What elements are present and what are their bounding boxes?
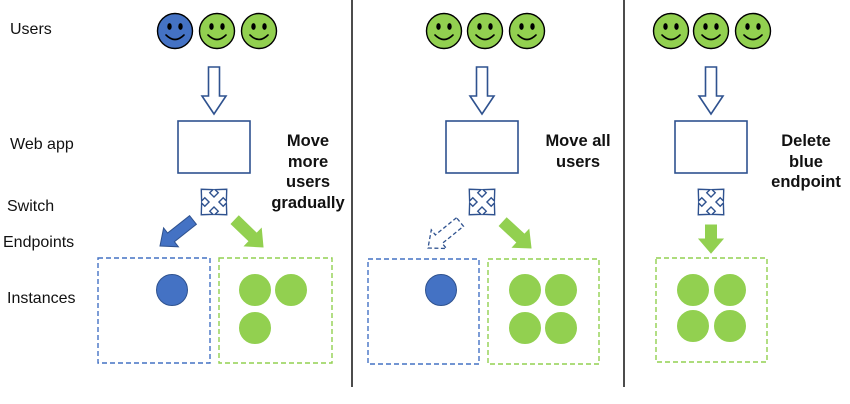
smile bbox=[165, 34, 185, 41]
circle-icon bbox=[509, 312, 541, 344]
caption-line: blue bbox=[789, 152, 823, 171]
circle-icon bbox=[425, 274, 457, 306]
caption-line: users bbox=[555, 152, 601, 171]
left-eye bbox=[167, 23, 172, 30]
circle-icon bbox=[275, 274, 307, 306]
switch-row-label: Switch bbox=[7, 198, 55, 215]
circle-icon bbox=[677, 274, 709, 306]
circle-icon bbox=[239, 312, 271, 344]
circle-icon bbox=[545, 274, 577, 306]
left-eye bbox=[519, 23, 524, 30]
circle-icon bbox=[545, 312, 577, 344]
smiley-face-icon bbox=[652, 12, 690, 50]
green-instances-group bbox=[655, 257, 768, 363]
instances-row-label: Instances bbox=[7, 290, 76, 307]
caption-line: endpoint bbox=[771, 173, 841, 191]
smiley-face-icon bbox=[692, 12, 730, 50]
face-outline bbox=[652, 12, 690, 50]
caption-line: gradually bbox=[271, 193, 345, 212]
circle-icon bbox=[156, 274, 188, 306]
circle-icon bbox=[239, 274, 271, 306]
left-eye bbox=[703, 23, 708, 30]
face-outline bbox=[198, 12, 236, 50]
right-eye bbox=[178, 23, 183, 30]
smiley-face-icon bbox=[240, 12, 278, 50]
users-row-label: Users bbox=[10, 21, 52, 38]
face-outline bbox=[156, 12, 194, 50]
caption-line: Move bbox=[286, 132, 330, 150]
smiley-face-icon bbox=[198, 12, 236, 50]
left-eye bbox=[663, 23, 668, 30]
circle-icon bbox=[677, 310, 709, 342]
face-outline bbox=[734, 12, 772, 50]
smile bbox=[475, 34, 495, 41]
web-app-box bbox=[177, 120, 251, 174]
circle-icon bbox=[714, 310, 746, 342]
green-endpoint-arrow bbox=[498, 217, 532, 249]
smiley-face-icon bbox=[508, 12, 546, 50]
smile bbox=[517, 34, 537, 41]
smiley-face-icon bbox=[466, 12, 504, 50]
smile bbox=[743, 34, 763, 41]
four-way-arrow-icon bbox=[200, 188, 228, 216]
left-eye bbox=[477, 23, 482, 30]
right-eye bbox=[530, 23, 535, 30]
switch-arrows bbox=[468, 188, 496, 216]
right-eye bbox=[756, 23, 761, 30]
circle-icon bbox=[714, 274, 746, 306]
green-endpoint-arrow bbox=[697, 224, 725, 254]
smile bbox=[249, 34, 269, 41]
down-arrow-outline-icon bbox=[697, 66, 725, 116]
caption-line: Delete bbox=[781, 132, 831, 150]
web-app-box bbox=[445, 120, 519, 174]
web-app-row-label: Web app bbox=[10, 136, 74, 153]
switch-arrows bbox=[200, 188, 228, 216]
face-outline bbox=[240, 12, 278, 50]
left-eye bbox=[251, 23, 256, 30]
face-outline bbox=[425, 12, 463, 50]
face-outline bbox=[466, 12, 504, 50]
endpoints-row-label: Endpoints bbox=[3, 234, 75, 251]
smile bbox=[661, 34, 681, 41]
green-instances-group bbox=[487, 258, 600, 365]
down-arrow-outline-icon bbox=[468, 66, 496, 116]
right-eye bbox=[447, 23, 452, 30]
panel-2-caption: Move all users bbox=[526, 131, 630, 172]
right-eye bbox=[714, 23, 719, 30]
circle-icon bbox=[509, 274, 541, 306]
four-way-arrow-icon bbox=[697, 188, 725, 216]
blue-instances-group bbox=[367, 258, 480, 365]
smile bbox=[434, 34, 454, 41]
four-way-arrow-icon bbox=[468, 188, 496, 216]
smiley-face-icon bbox=[425, 12, 463, 50]
blue-endpoint-arrow bbox=[159, 214, 198, 248]
left-eye bbox=[436, 23, 441, 30]
inactive-blue-endpoint-arrow bbox=[427, 216, 465, 250]
caption-line: more bbox=[287, 152, 329, 171]
panel-1-caption: Move more users gradually bbox=[256, 131, 360, 213]
right-eye bbox=[262, 23, 267, 30]
right-eye bbox=[220, 23, 225, 30]
left-eye bbox=[209, 23, 214, 30]
panel-3-caption: Delete blue endpoint bbox=[754, 131, 850, 193]
face-outline bbox=[692, 12, 730, 50]
smiley-face-icon bbox=[734, 12, 772, 50]
smiley-face-icon bbox=[156, 12, 194, 50]
right-eye bbox=[488, 23, 493, 30]
green-instances-group bbox=[218, 257, 333, 364]
face-outline bbox=[508, 12, 546, 50]
web-app-box bbox=[674, 120, 748, 174]
right-eye bbox=[674, 23, 679, 30]
smile bbox=[701, 34, 721, 41]
down-arrow-outline-icon bbox=[200, 66, 228, 116]
caption-line: Move all bbox=[545, 132, 611, 150]
blue-instances-group bbox=[97, 257, 211, 364]
smile bbox=[207, 34, 227, 41]
switch-arrows bbox=[697, 188, 725, 216]
caption-line: users bbox=[285, 173, 331, 191]
left-eye bbox=[745, 23, 750, 30]
green-endpoint-arrow bbox=[230, 215, 264, 248]
